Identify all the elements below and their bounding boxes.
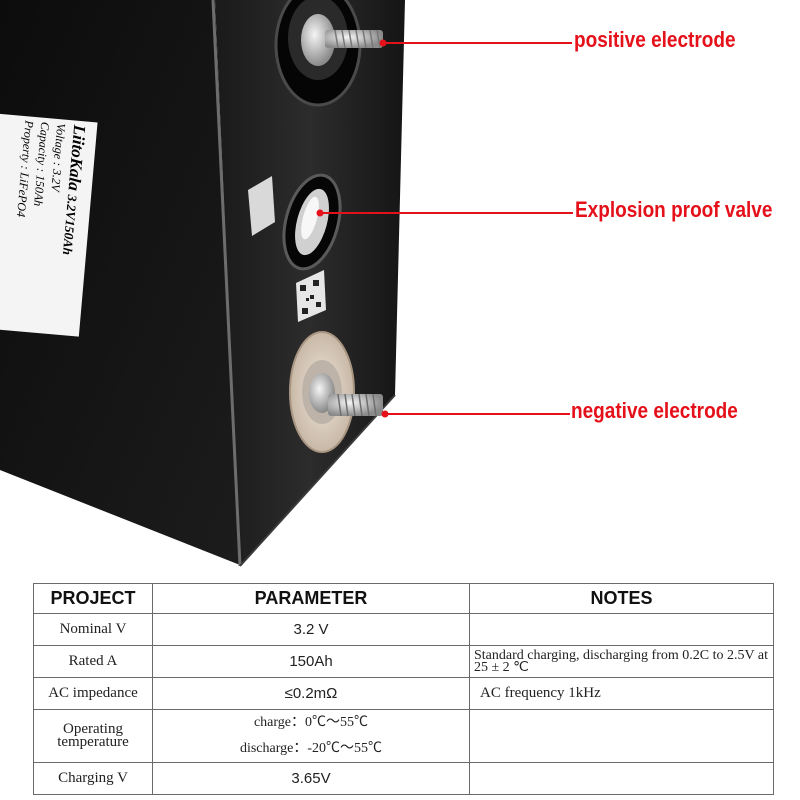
model-name: 3.2V150Ah xyxy=(59,194,81,256)
cell-project: Rated A xyxy=(33,645,153,678)
negative-electrode-label: negative electrode xyxy=(571,399,738,424)
table-row: Nominal V 3.2 V xyxy=(33,613,774,646)
spec-table: PROJECT PARAMETER NOTES Nominal V 3.2 V … xyxy=(33,583,774,795)
cell-notes xyxy=(469,709,774,763)
cell-parameter: 3.2 V xyxy=(152,613,470,646)
cell-notes xyxy=(469,613,774,646)
cell-notes xyxy=(469,762,774,795)
cell-project: Charging V xyxy=(33,762,153,795)
product-photo: LiitoKala 3.2V150Ah Voltage : 3.2V Capac… xyxy=(0,0,773,567)
table-row: AC impedance ≤0.2mΩ AC frequency 1kHz xyxy=(33,677,774,710)
header-project: PROJECT xyxy=(33,583,153,614)
cell-project: Operating temperature xyxy=(57,721,129,750)
table-row: Rated A 150Ah Standard charging, dischar… xyxy=(33,645,774,678)
cell-notes: Standard charging, discharging from 0.2C… xyxy=(474,647,768,675)
cell-parameter: 3.65V xyxy=(152,762,470,795)
cell-parameter: 150Ah xyxy=(152,645,470,678)
cell-parameter-discharge: discharge：-20℃～55℃ xyxy=(239,741,383,756)
header-notes: NOTES xyxy=(469,583,774,614)
battery-cell-illustration xyxy=(0,0,573,567)
negative-terminal xyxy=(289,331,383,453)
cell-parameter-charge: charge：0℃～55℃ xyxy=(253,715,369,730)
table-header-row: PROJECT PARAMETER NOTES xyxy=(33,583,774,614)
header-parameter: PARAMETER xyxy=(152,583,470,614)
cell-project: AC impedance xyxy=(33,677,153,710)
explosion-proof-valve-label: Explosion proof valve xyxy=(575,198,773,223)
cell-project: Nominal V xyxy=(33,613,153,646)
positive-electrode-label: positive electrode xyxy=(574,28,736,53)
explosion-proof-valve xyxy=(282,173,342,271)
table-row: Operating temperature charge：0℃～55℃ disc… xyxy=(33,709,774,763)
qr-code xyxy=(296,270,326,322)
cell-notes: AC frequency 1kHz xyxy=(469,677,774,710)
table-row: Charging V 3.65V xyxy=(33,762,774,795)
positive-terminal xyxy=(274,0,383,107)
cell-parameter: ≤0.2mΩ xyxy=(152,677,470,710)
